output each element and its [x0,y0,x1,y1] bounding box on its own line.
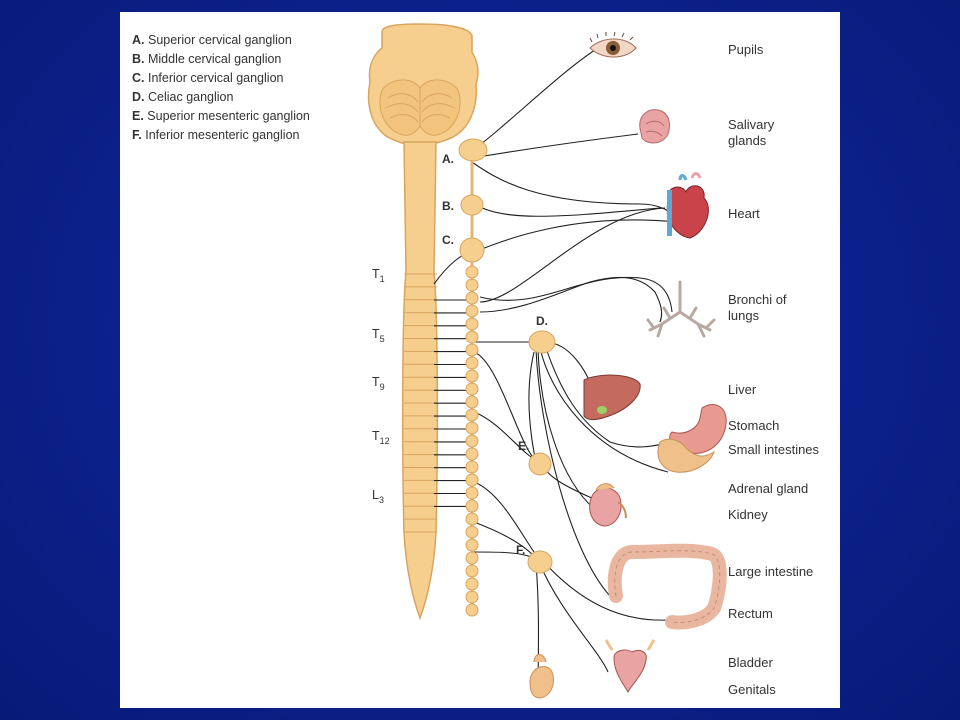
ganglion-label-f: F. [516,543,525,557]
legend-item-c: C. Inferior cervical ganglion [132,71,284,85]
label-genitals: Genitals [728,682,776,697]
chain-ganglion-bead [465,538,479,552]
ganglion-e-node [528,452,552,476]
label-rectum: Rectum [728,606,773,621]
label-stomach: Stomach [728,418,779,433]
chain-ganglion-bead [465,473,479,487]
organ-labels: Pupils Salivary glands Heart Bronchi of … [728,42,820,697]
legend-item-b: B. Middle cervical ganglion [132,52,281,66]
ganglion-label-b: B. [442,199,454,213]
genitals-icon [529,654,554,699]
liver-icon [583,374,641,421]
chain-ganglion-bead [465,395,479,409]
chain-ganglion-bead [465,330,479,344]
legend: A. Superior cervical ganglion B. Middle … [132,33,310,142]
ganglion-b-node [460,194,484,216]
label-small-intestines: Small intestines [728,442,820,457]
ganglion-d-node [528,330,556,354]
cord-segment-lines [404,273,437,533]
ganglion-f-node [527,550,553,574]
spinal-cord-body [401,141,439,621]
segment-label-l3: L3 [372,488,384,505]
chain-ganglion-bead [465,603,479,617]
chain-ganglion-bead [465,304,479,318]
segment-label-t5: T5 [372,327,385,344]
segment-label-t1: T1 [372,267,385,284]
ganglion-labels: A. B. C. D. E. F. [442,152,548,557]
chain-ganglion-bead [465,564,479,578]
label-salivary-line2: glands [728,133,767,148]
chain-ganglion-bead [465,408,479,422]
chain-ganglion-bead [465,551,479,565]
salivary-gland-icon [639,109,671,144]
label-bladder: Bladder [728,655,773,670]
cerebellum [379,79,461,136]
segment-label-t12: T12 [372,429,390,446]
label-adrenal-gland: Adrenal gland [728,481,808,496]
sympathetic-nervous-system-diagram: A. Superior cervical ganglion B. Middle … [132,23,820,699]
large-intestine-icon [607,543,727,630]
adrenal-kidney-icon [589,483,627,527]
legend-item-a: A. Superior cervical ganglion [132,33,292,47]
ganglion-label-c: C. [442,233,454,247]
lungs-bronchi-icon [646,280,716,338]
sympathetic-chain [458,138,556,617]
chain-ganglion-bead [465,317,479,331]
ganglion-label-a: A. [442,152,454,166]
legend-item-d: D. Celiac ganglion [132,90,234,104]
spinal-cord [367,23,479,621]
label-bronchi-line2: lungs [728,308,760,323]
heart-icon [666,172,709,239]
small-intestine-icon [657,438,715,473]
chain-ganglion-bead [465,278,479,292]
chain-ganglion-bead [465,291,479,305]
organs [529,31,727,699]
bladder-icon [604,639,656,694]
chain-ganglion-bead [465,460,479,474]
legend-item-f: F. Inferior mesenteric ganglion [132,128,300,142]
ganglion-c-node [459,237,485,263]
chain-ganglion-bead [465,434,479,448]
ganglion-label-e: E. [518,439,529,453]
ganglion-a-node [458,138,488,162]
label-kidney: Kidney [728,507,768,522]
chain-ganglion-bead [465,421,479,435]
chain-ganglion-bead [465,486,479,500]
label-bronchi-line1: Bronchi of [728,292,787,307]
diagram-panel: A. Superior cervical ganglion B. Middle … [120,12,840,708]
chain-ganglion-bead [465,512,479,526]
chain-ganglion-bead [465,577,479,591]
label-large-intestine: Large intestine [728,564,813,579]
chain-ganglion-bead [465,525,479,539]
segment-labels: T1 T5 T9 T12 L3 [372,267,390,505]
label-salivary-line1: Salivary [728,117,775,132]
legend-item-e: E. Superior mesenteric ganglion [132,109,310,123]
label-heart: Heart [728,206,760,221]
ganglion-label-d: D. [536,314,548,328]
chain-ganglion-bead [465,343,479,357]
chain-ganglion-bead [465,382,479,396]
eye-icon [589,31,637,58]
chain-ganglion-bead [465,356,479,370]
chain-ganglion-bead [465,499,479,513]
chain-ganglion-bead [465,265,479,279]
chain-ganglion-bead [465,447,479,461]
chain-ganglion-bead [465,369,479,383]
label-liver: Liver [728,382,757,397]
segment-label-t9: T9 [372,375,385,392]
chain-ganglion-bead [465,590,479,604]
label-pupils: Pupils [728,42,764,57]
